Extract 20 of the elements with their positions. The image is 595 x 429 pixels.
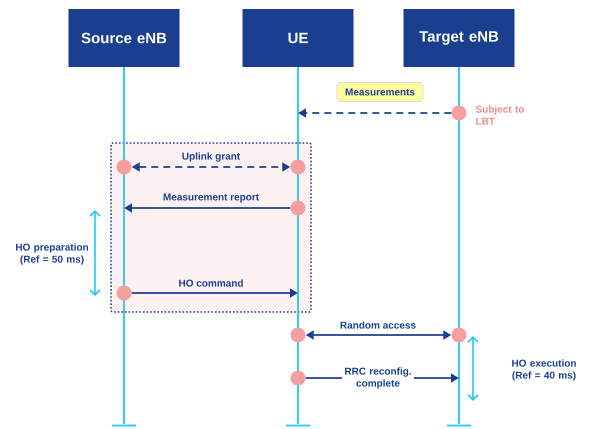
message-dot [116,286,132,300]
message-dot [290,160,306,174]
lifeline-header: Target eNB [404,9,514,67]
edge-label: Random access [340,321,416,329]
message-dot [290,200,306,216]
note: Subject to LBT [476,105,524,125]
edge-label: HO command [179,279,243,287]
lifeline-header: UE [242,9,354,67]
message-dot [452,328,466,342]
message-dot [290,328,306,342]
edge-label: Uplink grant [182,152,240,162]
message-dot [290,370,306,386]
edge-label: Measurements [336,82,424,102]
message-dot [116,160,132,174]
message-dot [452,106,466,120]
duration-label: HO execution (Ref = 40 ms) [512,359,576,381]
duration-label: HO preparation (Ref = 50 ms) [16,243,88,265]
edge-label: Measurement report [164,194,259,202]
lifeline-header: Source eNB [68,9,180,67]
edge-label: RRC reconfig. complete [342,366,414,390]
